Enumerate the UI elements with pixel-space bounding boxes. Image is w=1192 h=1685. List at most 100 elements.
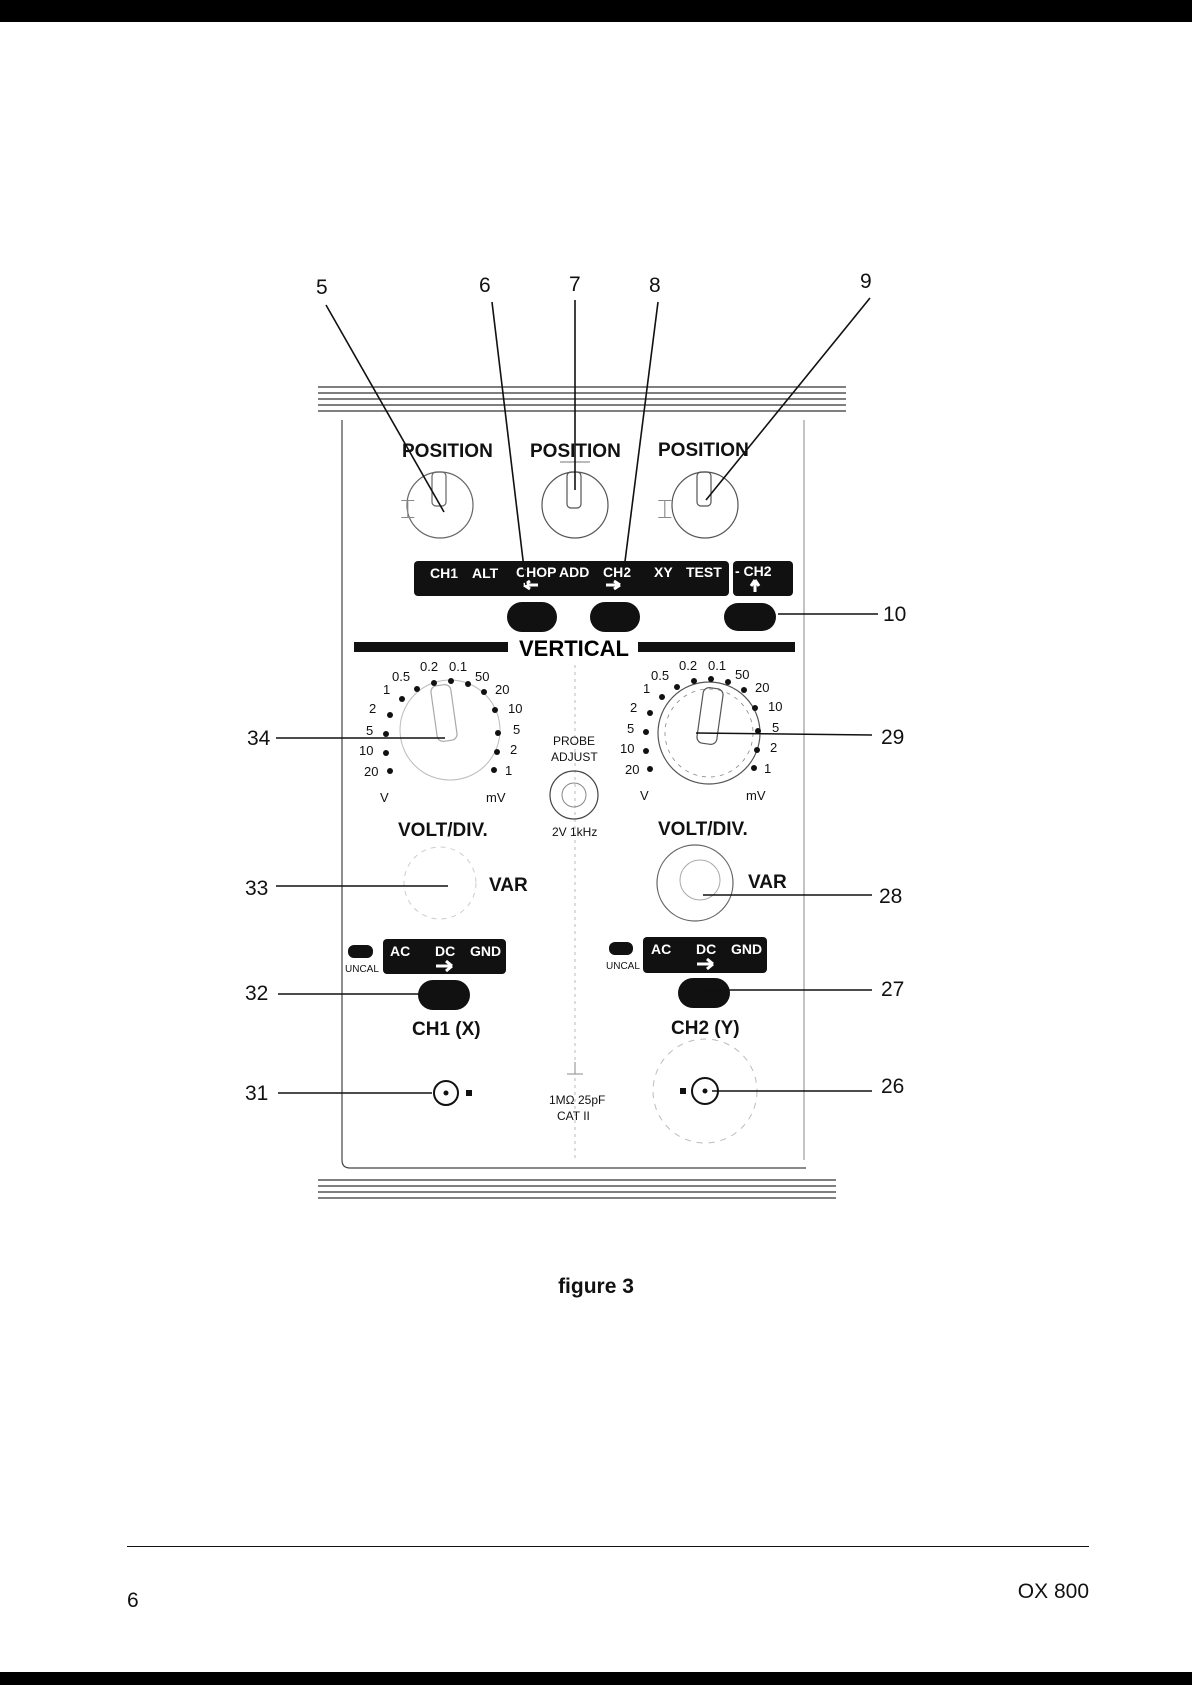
footer-rule [127,1546,1089,1547]
svg-text:5: 5 [772,720,779,735]
callout-31: 31 [245,1082,268,1105]
svg-text:2: 2 [510,742,517,757]
svg-text:20: 20 [495,682,509,697]
svg-text:0.5: 0.5 [651,668,669,683]
input-impedance-spec: 1MΩ 25pF [549,1093,605,1107]
svg-text:10: 10 [768,699,782,714]
left-arrow-icon [523,579,538,591]
callout-10: 10 [883,603,906,626]
svg-text:1: 1 [764,761,771,776]
ch1-unit-mv: mV [486,790,506,805]
svg-text:5: 5 [513,722,520,737]
callout-leaders [276,297,878,1094]
ch1-uncal-label: UNCAL [345,964,379,975]
mode-button-right[interactable] [590,602,640,632]
ch1-bnc-input[interactable] [433,1080,472,1106]
svg-text:0.2: 0.2 [679,658,697,673]
mode-selector-bar [414,561,729,596]
ch1-position-knob[interactable]: ⌶ [400,471,474,539]
svg-text:20: 20 [364,764,378,779]
ch1-coupling-bar [383,939,506,974]
mode-button-left[interactable] [507,602,557,632]
mode-label-ch1: CH1 [430,565,458,581]
svg-text:20: 20 [625,762,639,777]
probe-adjust-line-2: ADJUST [551,750,598,764]
callout-8: 8 [649,274,661,297]
ch2-coupling-dc: DC [696,941,716,957]
input-category-spec: CAT II [557,1109,590,1123]
callout-27: 27 [881,978,904,1001]
right-arrow-icon [606,579,621,591]
callout-26: 26 [881,1075,904,1098]
ch1-unit-v: V [380,790,389,805]
bottom-scan-border [0,1672,1192,1685]
svg-text:0.1: 0.1 [449,659,467,674]
svg-text:50: 50 [735,667,749,682]
svg-text:10: 10 [620,741,634,756]
vertical-bar-left [354,642,508,652]
ch2-coupling-gnd: GND [731,941,762,957]
ch1-volt-div-scale: 20 10 5 2 1 0.5 0.2 0.1 50 20 10 5 2 1 [359,659,522,779]
vertical-bar-right [638,642,795,652]
invert-label: - CH2 [735,563,772,579]
callout-28: 28 [879,885,902,908]
callout-9: 9 [860,270,872,293]
svg-text:50: 50 [475,669,489,684]
ch1-coupling-button[interactable] [418,980,470,1010]
ch2-volt-div-label: VOLT/DIV. [658,819,748,840]
mode-label-ch2: CH2 [603,564,631,580]
model-name: OX 800 [1017,1580,1089,1603]
mode-label-alt: ALT [472,565,499,581]
mode-label-xy: XY [654,564,673,580]
ch1-coupling-ac: AC [390,943,410,959]
callout-29: 29 [881,726,904,749]
mode-label-add: ADD [559,564,589,580]
svg-text:0.5: 0.5 [392,669,410,684]
callout-6: 6 [479,274,491,297]
callout-32: 32 [245,982,268,1005]
callout-33: 33 [245,877,268,900]
svg-text:10: 10 [359,743,373,758]
svg-text:⌶: ⌶ [657,494,673,524]
ch1-volt-div-label: VOLT/DIV. [398,820,488,841]
ch2-coupling-bar [643,937,767,973]
ch2-uncal-indicator [609,942,633,955]
figure-caption: figure 3 [558,1275,634,1298]
invert-button[interactable] [724,603,776,631]
ch1-uncal-indicator [348,945,373,958]
ch2-coupling-ac: AC [651,941,671,957]
ch1-input-label: CH1 (X) [412,1019,481,1040]
page-number: 6 [127,1589,139,1612]
ch2-var-label: VAR [748,872,787,893]
ch2-var-knob[interactable] [656,844,734,922]
ch2-input-label: CH2 (Y) [671,1018,740,1039]
ch2-unit-v: V [640,788,649,803]
ch2-coupling-button[interactable] [678,978,730,1008]
ch2-uncal-label: UNCAL [606,961,640,972]
svg-text:10: 10 [508,701,522,716]
svg-text:⌶: ⌶ [400,494,416,524]
ground-symbol-icon [567,1062,583,1075]
ch2-volt-div-scale: 20 10 5 2 1 0.5 0.2 0.1 50 20 10 5 2 1 [620,658,782,777]
ch1-volt-div-knob[interactable] [399,679,501,781]
ch1-coupling-dc: DC [435,943,455,959]
svg-text:1: 1 [505,763,512,778]
ch1-var-knob[interactable] [403,846,477,920]
svg-text:2: 2 [770,740,777,755]
svg-text:5: 5 [627,721,634,736]
svg-text:5: 5 [366,723,373,738]
up-arrow-icon [749,579,761,592]
callout-34: 34 [247,727,271,750]
position-label-ch1: POSITION [402,441,493,462]
ch2-dc-arrow-icon [697,957,714,971]
section-title: VERTICAL [519,636,629,661]
probe-adjust-terminal[interactable] [549,770,599,820]
svg-text:1: 1 [643,681,650,696]
svg-text:20: 20 [755,680,769,695]
mode-label-test: TEST [686,564,722,580]
svg-text:0.2: 0.2 [420,659,438,674]
ch2-position-knob[interactable]: ⌶ [657,471,739,539]
svg-text:2: 2 [630,700,637,715]
bottom-trim [318,1179,836,1199]
probe-signal-spec: 2V 1kHz [552,825,597,839]
